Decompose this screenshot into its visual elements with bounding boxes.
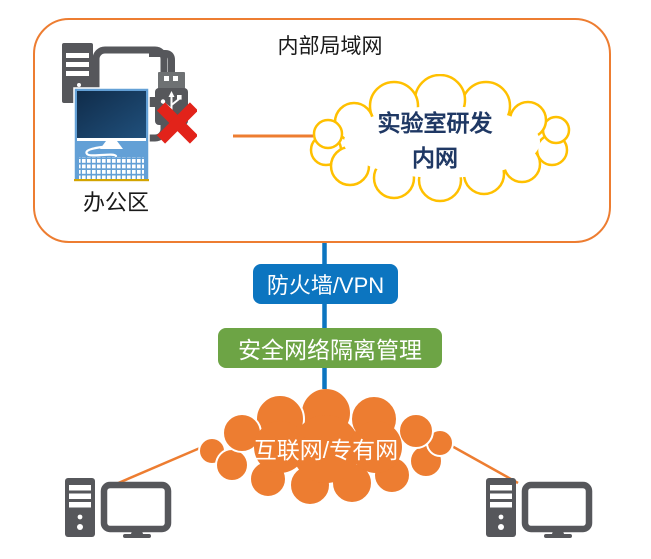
cloud-to-left-pc-line	[108, 446, 201, 489]
pc-monitor	[100, 481, 172, 538]
lab-cloud-label: 实验室研发 内网	[332, 106, 538, 176]
lab-cloud-label-line2: 内网	[412, 145, 458, 171]
lan-boundary-box	[33, 18, 611, 243]
firewall-vpn-node: 防火墙/VPN	[253, 264, 398, 304]
firewall-vpn-label: 防火墙/VPN	[266, 273, 385, 298]
pc-tower	[65, 478, 95, 537]
isolation-management-label: 安全网络隔离管理	[238, 337, 422, 363]
internet-cloud-label: 互联网/专有网	[253, 437, 399, 463]
client-pc-right-icon	[486, 478, 593, 538]
pc-monitor	[521, 481, 593, 538]
workstation-usb-blocked-icon	[62, 43, 197, 182]
isolation-management-node: 安全网络隔离管理	[218, 328, 442, 368]
lan-title: 内部局域网	[277, 35, 383, 58]
desktop-terminal-icon	[73, 87, 150, 182]
lab-intranet-cloud	[309, 74, 571, 203]
pc-tower	[486, 478, 516, 537]
blocked-x-icon	[156, 102, 197, 144]
lab-cloud-label-line1: 实验室研发	[377, 110, 493, 136]
office-area-label: 办公区	[82, 190, 149, 215]
cloud-to-right-pc-line	[449, 443, 519, 485]
client-pc-left-icon	[65, 478, 172, 538]
usb-cable-icon	[149, 50, 175, 74]
internet-cloud	[198, 389, 454, 505]
